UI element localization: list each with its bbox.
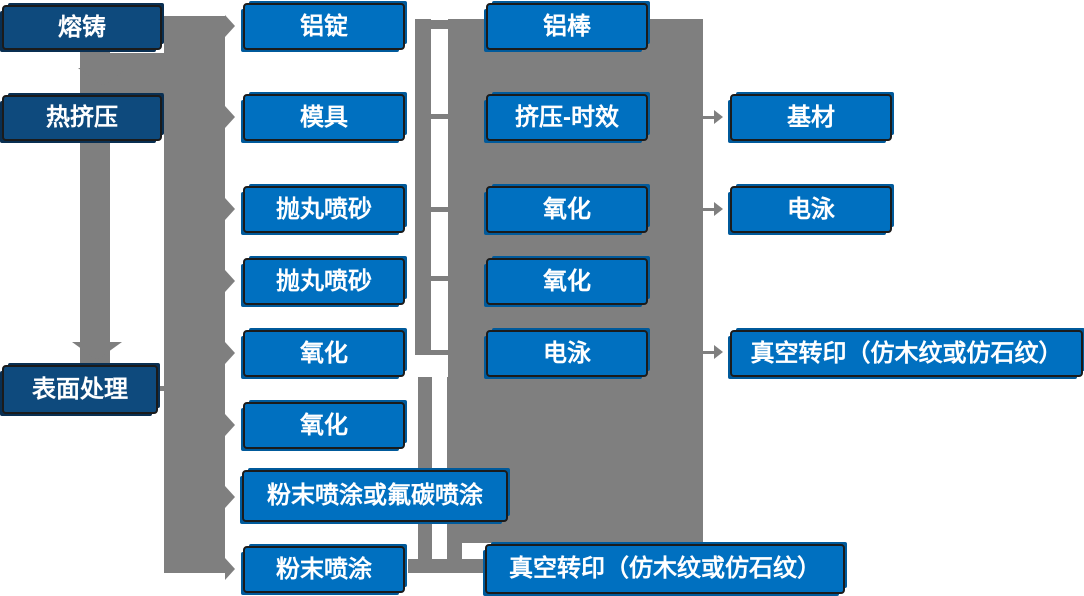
connector-surface-treatment-stub [155,386,168,391]
node-powder-coating: 粉末喷涂 [243,546,405,593]
node-extrusion-aging: 挤压-时效 [486,94,648,141]
connector-mid-band [415,19,431,355]
node-base-material: 基材 [730,94,892,141]
node-vacuum-transfer-b: 真空转印（仿木纹或仿石纹） [730,330,1083,377]
arrow-right-icon [225,15,235,37]
connector-bottom-bar [408,559,487,573]
connector-mid-bridge [431,276,448,281]
node-melt-cast: 熔铸 [2,5,162,50]
connector-mid-bridge [431,207,448,212]
connector-trunk-band [164,16,225,573]
node-shot-blast-1: 抛丸喷砂 [243,186,405,233]
arrow-tail [703,208,714,211]
arrow-right-icon [225,486,235,508]
arrow-down-icon [72,342,122,360]
node-electrophoresis-a: 电泳 [486,330,648,377]
arrow-right-icon [714,202,723,216]
node-mold: 模具 [243,94,405,141]
node-oxidation-b: 氧化 [243,402,405,449]
arrow-tail [703,116,714,119]
node-powder-or-fluorocarbon: 粉末喷涂或氟碳喷涂 [242,470,508,522]
node-oxidation-d: 氧化 [486,258,648,305]
arrow-down-icon [78,68,128,86]
arrow-right-icon [225,558,235,580]
connector-mid-bridge [431,20,448,29]
node-aluminum-rod: 铝棒 [486,3,648,50]
node-electrophoresis-b: 电泳 [730,186,892,233]
node-oxidation-a: 氧化 [243,330,405,377]
arrow-right-icon [225,414,235,436]
node-surface-treatment: 表面处理 [2,365,158,414]
node-hot-extrusion: 热挤压 [2,95,162,141]
arrow-tail [703,351,714,354]
node-aluminum-ingot: 铝锭 [243,3,405,50]
arrow-right-icon [714,345,723,359]
connector-mid-bridge [431,350,448,355]
arrow-right-icon [225,270,235,292]
arrow-right-icon [225,342,235,364]
arrow-right-icon [225,198,235,220]
arrow-right-icon [225,106,235,128]
arrow-right-icon [714,110,723,124]
node-oxidation-c: 氧化 [486,186,648,233]
node-vacuum-transfer-a: 真空转印（仿木纹或仿石纹） [485,544,845,594]
node-shot-blast-2: 抛丸喷砂 [243,258,405,305]
connector-mid-bridge [431,114,448,119]
